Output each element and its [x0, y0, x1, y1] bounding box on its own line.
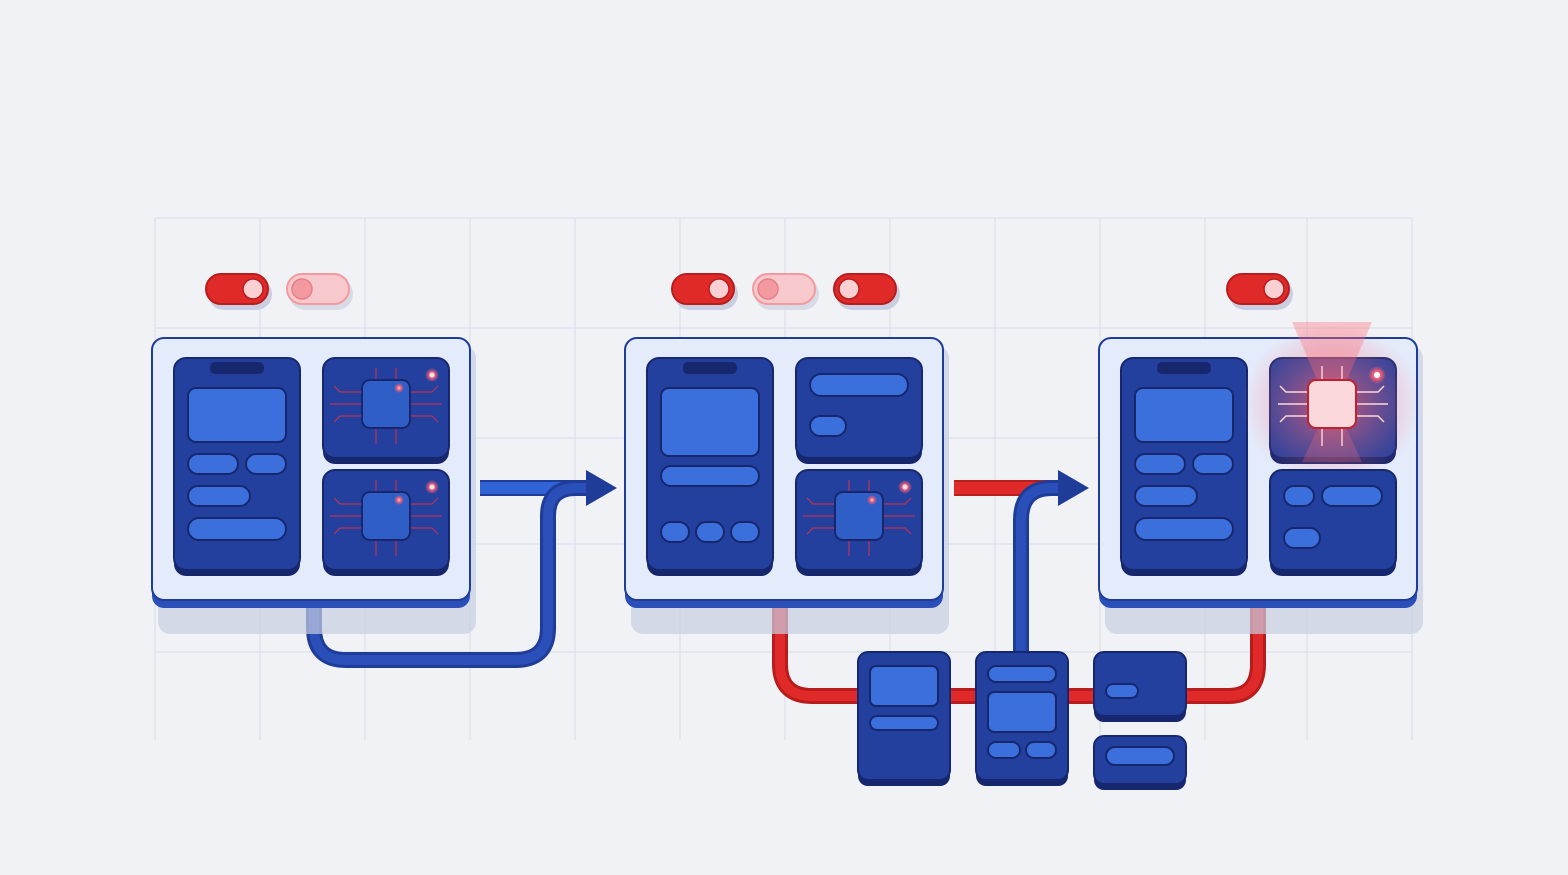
- connector-stage2-stage3: [954, 470, 1089, 660]
- device-notch: [210, 362, 264, 374]
- toggle-switch[interactable]: [833, 273, 900, 310]
- toggle-switch[interactable]: [752, 273, 819, 310]
- stage-2-panel: [624, 337, 949, 634]
- toggle-switch[interactable]: [205, 273, 272, 310]
- stage1-toggles: [205, 273, 353, 310]
- bar-module[interactable]: [795, 357, 923, 464]
- connector-stage1-stage2: [306, 470, 617, 668]
- stage-3-panel: [1098, 322, 1423, 634]
- chip-module[interactable]: [795, 469, 923, 576]
- circuit-traces: [1278, 366, 1388, 446]
- device-notch: [683, 362, 737, 374]
- device-screen: [1134, 387, 1234, 443]
- stage-1-panel: [151, 337, 476, 634]
- cpu-chip-alert-icon: [1307, 379, 1357, 429]
- bus-modules: [857, 651, 1187, 790]
- chip-module[interactable]: [322, 357, 450, 464]
- bus-card[interactable]: [1093, 651, 1187, 722]
- device-notch: [1157, 362, 1211, 374]
- device-screen: [187, 387, 287, 443]
- device-module[interactable]: [1120, 357, 1248, 576]
- stage2-toggles: [671, 273, 900, 310]
- chip-module[interactable]: [322, 469, 450, 576]
- bus-card[interactable]: [1093, 735, 1187, 790]
- alert-chip-module[interactable]: [1242, 322, 1422, 484]
- arrow-head-icon: [1058, 470, 1089, 506]
- bus-card[interactable]: [975, 651, 1069, 786]
- pill-module[interactable]: [1269, 469, 1397, 576]
- device-screen: [660, 387, 760, 457]
- toggle-switch[interactable]: [671, 273, 738, 310]
- arrow-head-icon: [586, 470, 617, 506]
- device-module[interactable]: [173, 357, 301, 576]
- device-module[interactable]: [646, 357, 774, 576]
- stage3-toggles: [1226, 273, 1293, 310]
- toggle-switch[interactable]: [286, 273, 353, 310]
- bus-card[interactable]: [857, 651, 951, 786]
- toggle-switch[interactable]: [1226, 273, 1293, 310]
